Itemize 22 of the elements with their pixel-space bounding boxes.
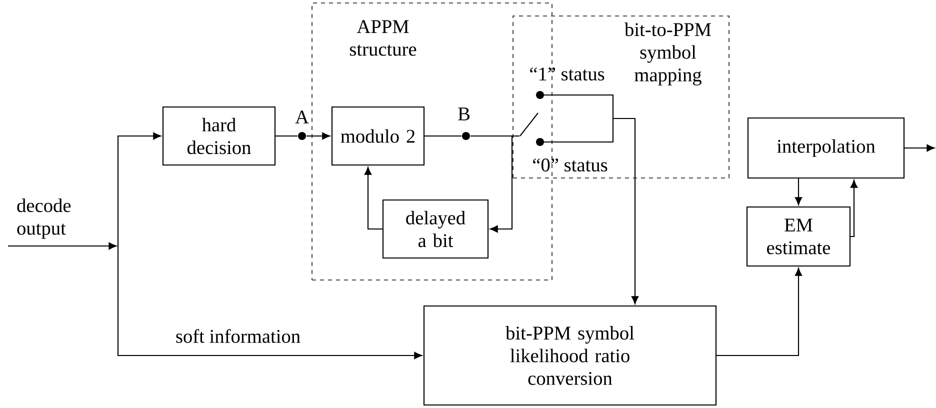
arrow xyxy=(850,180,858,238)
arrow xyxy=(614,118,639,304)
process-box: delayed a bit xyxy=(382,199,489,259)
arrow xyxy=(117,246,422,360)
point-label: B xyxy=(458,108,470,120)
process-box: EM estimate xyxy=(746,206,851,267)
arrow xyxy=(364,166,382,230)
point-label: A xyxy=(295,110,309,124)
text-label: “0” status xyxy=(533,158,608,172)
process-box: bit-PPM symbol likelihood ratio conversion xyxy=(423,305,717,406)
arrow xyxy=(904,144,935,152)
text-label: decode output xyxy=(17,198,71,239)
arrow xyxy=(117,132,162,246)
process-box: modulo 2 xyxy=(331,106,425,166)
edge-label: soft information xyxy=(174,328,302,344)
arrow xyxy=(8,242,117,250)
arrow xyxy=(716,268,802,356)
switch-drawing xyxy=(520,91,614,146)
arrow xyxy=(306,132,330,140)
arrow xyxy=(794,178,802,206)
process-box: interpolation xyxy=(747,117,905,179)
process-box: hard decision xyxy=(162,106,276,166)
